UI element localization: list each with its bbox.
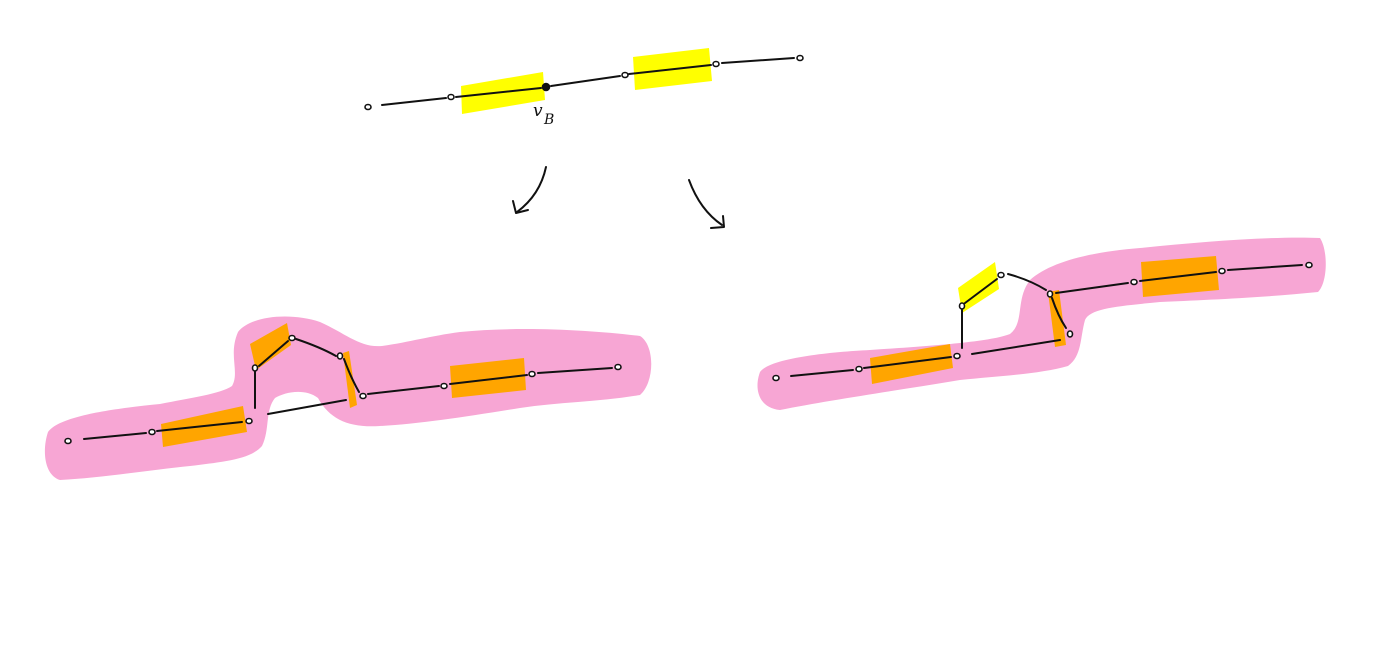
left-vertex-4 (251, 364, 259, 372)
left-vertex-8 (440, 382, 448, 390)
left-graph (44, 316, 652, 480)
right-orange-mark-1 (870, 344, 953, 384)
right-edge-6 (1051, 297, 1067, 329)
right-vertex-10 (1305, 261, 1313, 269)
left-pink-band (44, 316, 652, 480)
left-vertex-10 (614, 363, 622, 371)
top-edge-3 (550, 75, 621, 87)
left-orange-mark-4 (450, 358, 526, 398)
left-edge-2 (156, 421, 243, 432)
right-vertex-4 (958, 302, 966, 310)
right-edge-1 (790, 369, 854, 377)
left-vertex-6 (336, 352, 344, 360)
right-pink-band (757, 237, 1326, 410)
left-vertex-5 (288, 334, 296, 342)
top-vertex-4 (621, 71, 629, 79)
left-edge-4 (258, 340, 289, 367)
right-edge-10 (1227, 264, 1303, 271)
left-vertex-9 (528, 370, 536, 378)
vertex-label-v: v (533, 101, 543, 121)
right-vertex-9 (1218, 267, 1226, 275)
right-vertex-6 (1046, 290, 1054, 298)
vertex-label-subscript: B (543, 112, 554, 128)
right-vertex-2 (855, 365, 863, 373)
right-orange-mark-2 (1048, 290, 1066, 347)
top-edge-5 (721, 57, 795, 64)
left-edge-5 (295, 338, 337, 357)
left-orange-mark-2 (250, 323, 291, 370)
right-vertex-5 (997, 271, 1005, 279)
top-vertex-5 (712, 60, 720, 68)
right-edge-9 (1139, 271, 1217, 282)
left-edge-1 (83, 432, 147, 440)
left-vertex-7 (359, 392, 367, 400)
right-graph (757, 237, 1326, 410)
top-vertex-6 (796, 54, 804, 62)
right-vertex-3 (953, 352, 961, 360)
right-edge-7 (971, 339, 1061, 355)
top-vertex-2 (447, 93, 455, 101)
right-vertex-8 (1130, 278, 1138, 286)
top-edge-4 (628, 64, 712, 75)
top-edge-1 (381, 97, 447, 106)
left-edge-8 (367, 385, 440, 395)
top-graph: v B (364, 48, 804, 128)
right-edge-2 (863, 356, 952, 369)
left-edge-6 (343, 358, 360, 393)
top-edge-2 (455, 87, 542, 98)
right-edge-8 (1055, 282, 1129, 294)
right-vertex-1 (772, 374, 780, 382)
right-vertex-7 (1066, 330, 1074, 338)
left-edge-10 (537, 367, 613, 374)
left-vertex-3 (245, 417, 253, 425)
left-edge-7 (267, 399, 347, 415)
left-vertex-2 (148, 428, 156, 436)
right-edge-5 (1007, 273, 1047, 291)
top-vertex-vb (541, 82, 551, 92)
left-vertex-1 (64, 437, 72, 445)
top-vertex-1 (364, 103, 372, 111)
curved-arrow-down-right-icon (688, 179, 725, 229)
left-edge-9 (449, 374, 528, 385)
curved-arrow-down-left-icon (512, 166, 547, 214)
right-edge-4 (964, 278, 998, 304)
